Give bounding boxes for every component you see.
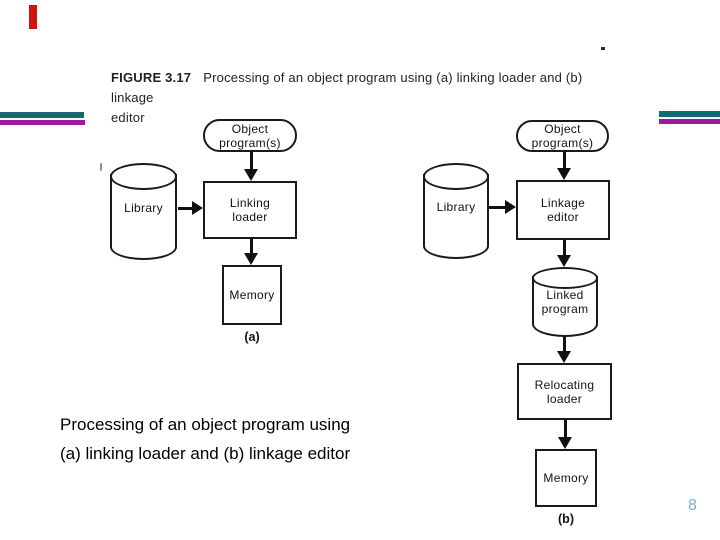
node-label: Linked xyxy=(546,288,584,302)
node-label: Library xyxy=(436,200,476,214)
node-memory-a: Memory xyxy=(222,265,282,325)
stripe-teal-right xyxy=(659,111,720,117)
scan-speck xyxy=(100,163,102,171)
node-label: Object xyxy=(544,122,581,136)
page-number: 8 xyxy=(688,497,697,514)
node-label: program xyxy=(541,302,589,316)
arrow-linking-loader-to-memory xyxy=(250,239,253,255)
arrow-down-icon xyxy=(557,255,571,267)
arrow-down-icon xyxy=(557,351,571,363)
node-linked-program: Linked program xyxy=(532,267,598,337)
arrow-library-to-linking-loader xyxy=(178,207,193,210)
node-label: editor xyxy=(547,210,579,224)
figure-caption-text-line1: Processing of an object program using (a… xyxy=(111,70,583,105)
cylinder-top xyxy=(110,163,177,190)
node-label: Memory xyxy=(229,288,275,302)
arrow-object-to-linkage-editor xyxy=(563,151,566,169)
arrow-down-icon xyxy=(557,168,571,180)
arrow-right-icon xyxy=(192,201,203,215)
node-label: loader xyxy=(232,210,268,224)
scan-speck xyxy=(601,47,605,50)
stripe-purple-right xyxy=(659,119,720,124)
node-label: Linking xyxy=(229,196,271,210)
node-linking-loader: Linking loader xyxy=(203,181,297,239)
node-library-a: Library xyxy=(110,163,177,260)
sublabel-b: (b) xyxy=(558,512,574,526)
node-label: Relocating xyxy=(534,377,595,392)
slide-summary-line2: (a) linking loader and (b) linkage edito… xyxy=(60,443,351,463)
node-relocating-loader: Relocating loader xyxy=(517,363,612,420)
node-object-programs-b: Object program(s) xyxy=(516,120,609,152)
node-label: program(s) xyxy=(531,136,594,150)
node-label: Memory xyxy=(543,471,589,485)
arrow-object-to-linking-loader xyxy=(250,151,253,171)
stripe-purple-left xyxy=(0,120,85,125)
arrow-down-icon xyxy=(244,253,258,265)
node-label: Linkage xyxy=(540,196,586,210)
arrow-relocating-loader-to-memory xyxy=(564,420,567,438)
slide-summary-line1: Processing of an object program using xyxy=(60,415,351,434)
node-label: Linked program xyxy=(532,288,598,316)
sublabel-a: (a) xyxy=(244,330,260,344)
node-memory-b: Memory xyxy=(535,449,597,507)
slide-summary-text: Processing of an object program using (a… xyxy=(60,411,420,468)
figure-caption-text-line2: editor xyxy=(111,110,145,125)
arrow-linkage-editor-to-linked-program xyxy=(563,240,566,256)
arrow-right-icon xyxy=(505,200,516,214)
arrow-linked-program-to-relocating-loader xyxy=(563,336,566,352)
arrow-down-icon xyxy=(244,169,258,181)
accent-red-bar xyxy=(29,5,37,29)
cylinder-top xyxy=(532,267,598,289)
node-label: Library xyxy=(124,201,163,215)
arrow-library-to-linkage-editor xyxy=(489,206,505,209)
node-label: loader xyxy=(546,391,583,406)
figure-caption-label: FIGURE 3.17 xyxy=(111,70,192,85)
node-label: program(s) xyxy=(219,135,281,150)
node-linkage-editor: Linkage editor xyxy=(516,180,610,240)
cylinder-top xyxy=(423,163,489,190)
node-label: Object xyxy=(231,121,269,136)
stripe-teal-left xyxy=(0,112,84,118)
arrow-down-icon xyxy=(558,437,572,449)
node-library-b: Library xyxy=(423,163,489,259)
node-object-programs-a: Object program(s) xyxy=(203,119,297,152)
